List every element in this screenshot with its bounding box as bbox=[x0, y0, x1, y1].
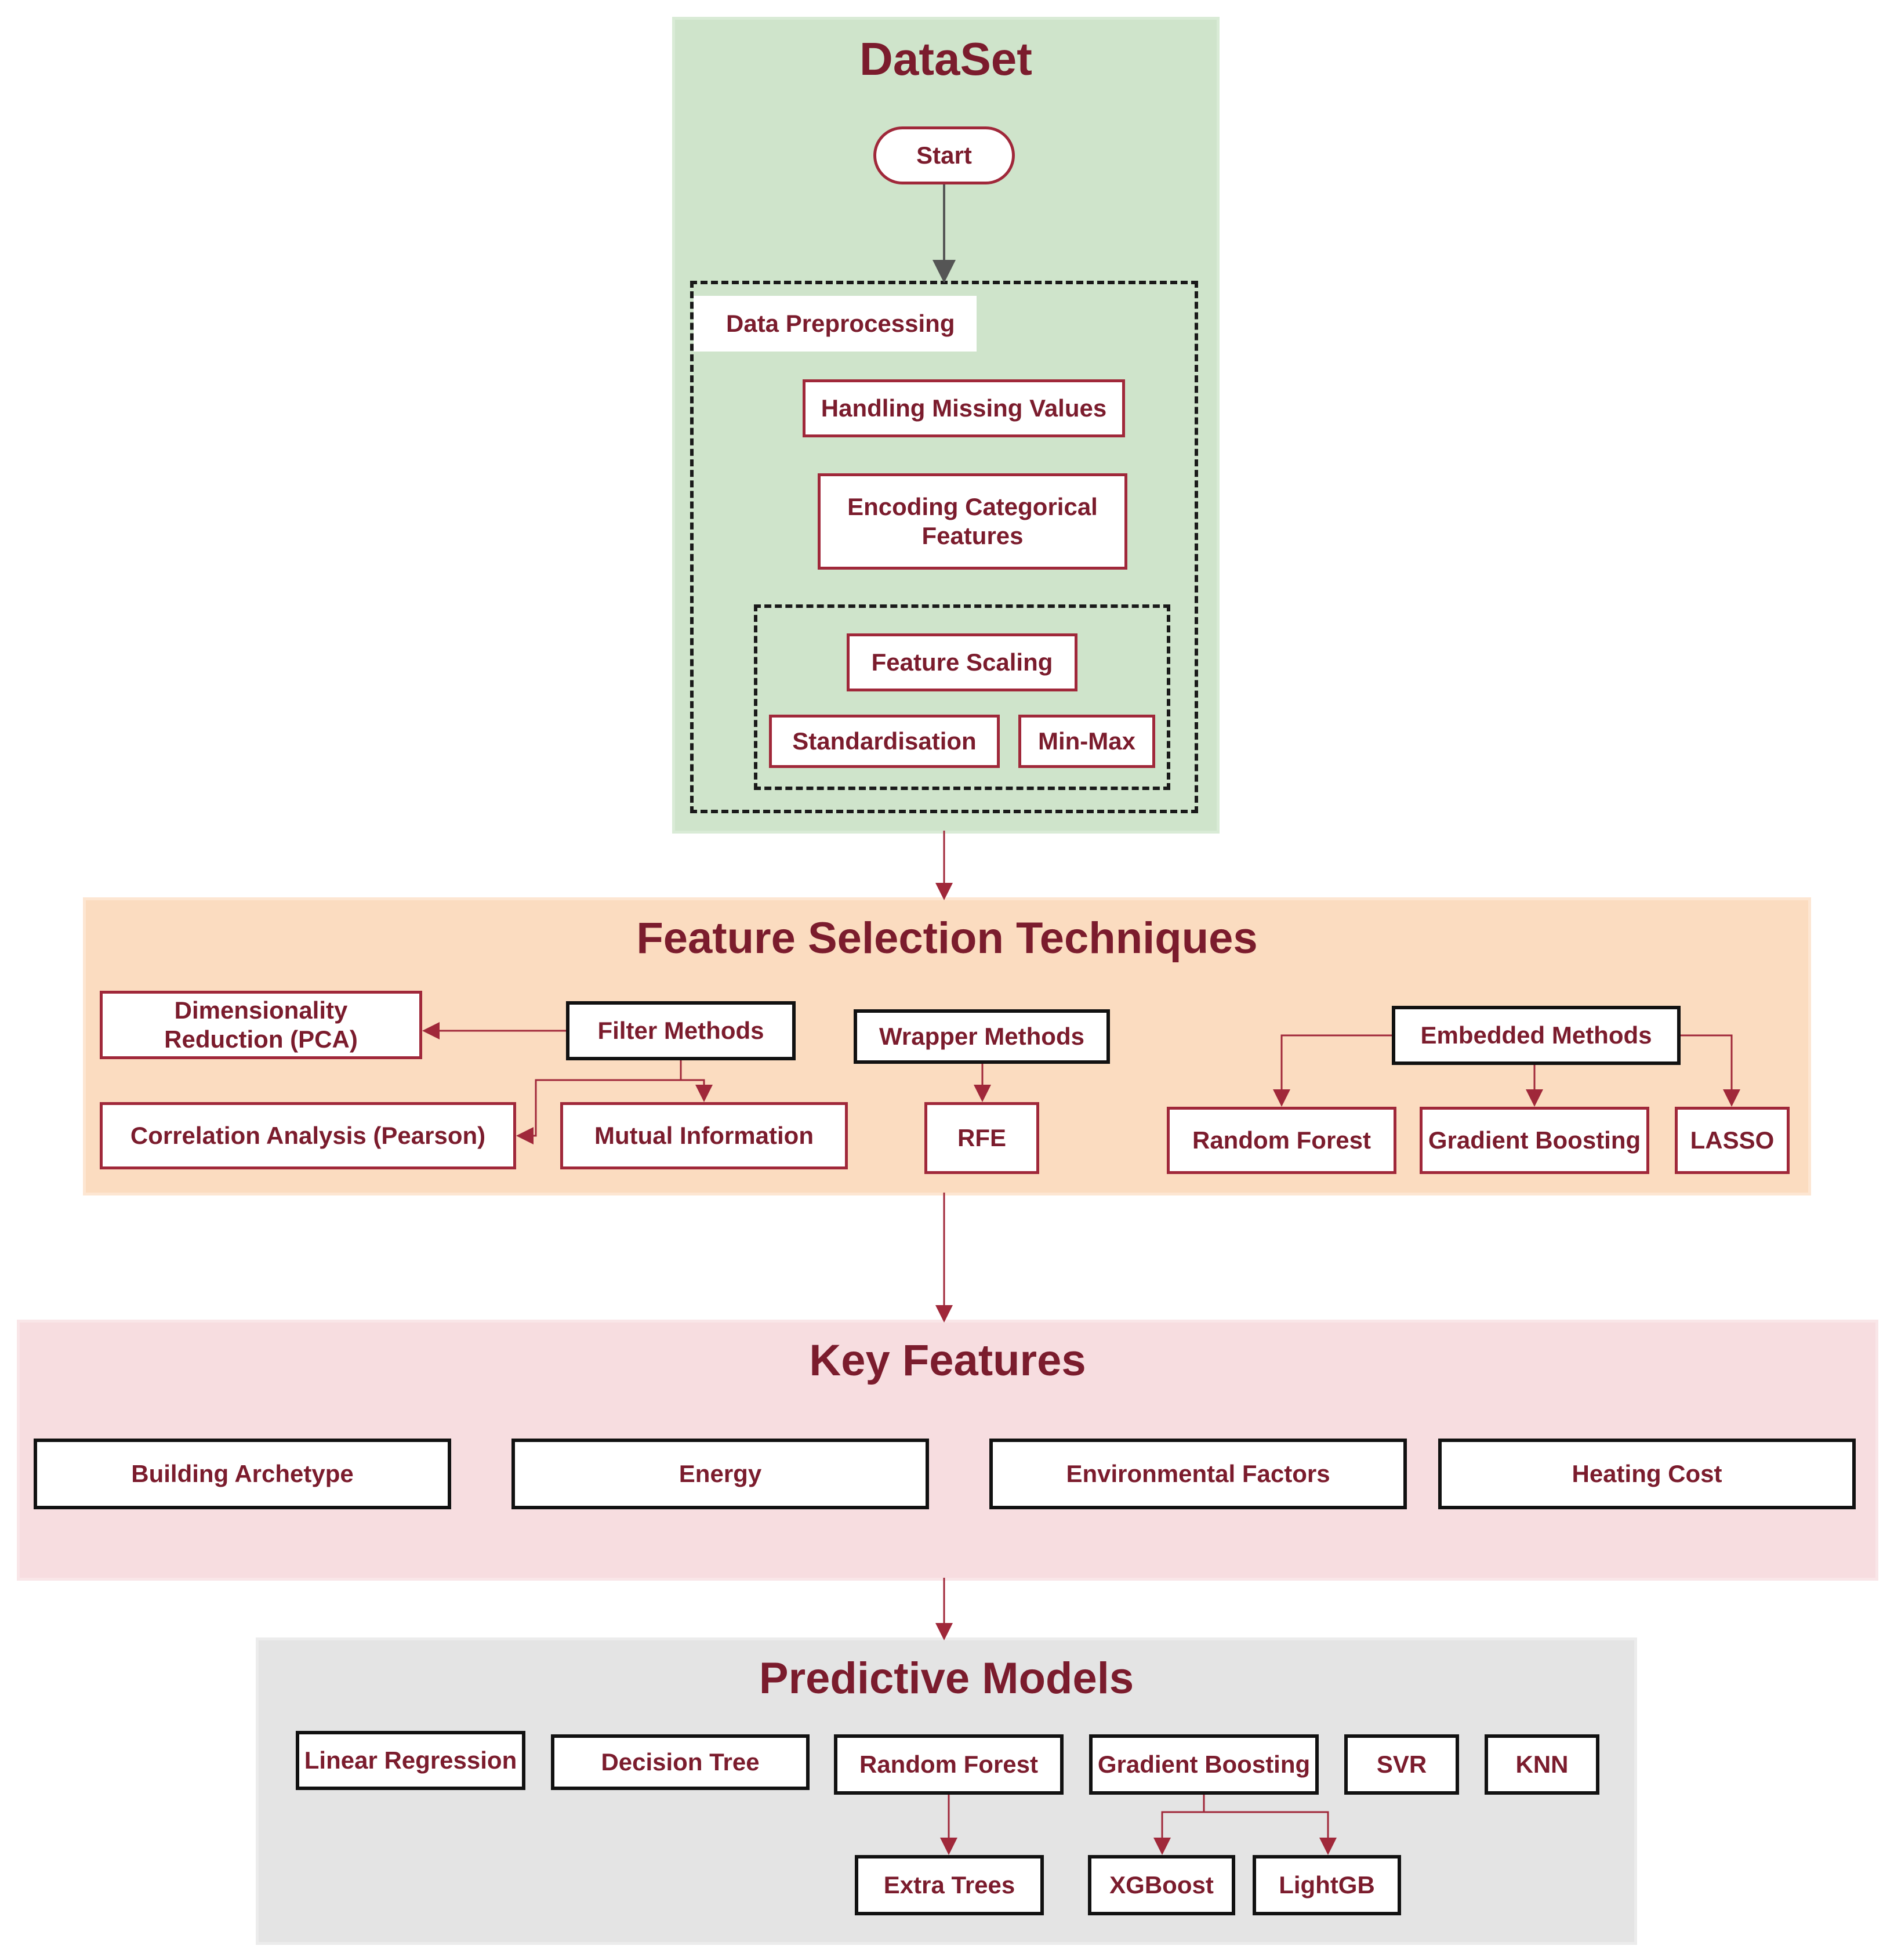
pm-random-forest-box: Random Forest bbox=[834, 1734, 1064, 1795]
mutual-information-box: Mutual Information bbox=[560, 1102, 848, 1169]
rfe-box: RFE bbox=[924, 1102, 1039, 1174]
feature-scaling-group bbox=[754, 604, 1170, 790]
lightgb-box: LightGB bbox=[1253, 1855, 1401, 1915]
decision-tree-box: Decision Tree bbox=[551, 1734, 810, 1790]
filter-methods-box: Filter Methods bbox=[566, 1001, 796, 1060]
feature-selection-title: Feature Selection Techniques bbox=[636, 914, 1258, 963]
min-max-box: Min-Max bbox=[1018, 715, 1155, 768]
start-node: Start bbox=[873, 126, 1015, 184]
wrapper-methods-box: Wrapper Methods bbox=[854, 1009, 1110, 1064]
key-feature-energy: Energy bbox=[511, 1439, 929, 1509]
knn-box: KNN bbox=[1485, 1734, 1599, 1795]
predictive-models-title: Predictive Models bbox=[759, 1654, 1134, 1703]
fs-gradient-boosting-box: Gradient Boosting bbox=[1420, 1107, 1649, 1174]
lasso-box: LASSO bbox=[1675, 1107, 1790, 1174]
key-feature-environmental-factors: Environmental Factors bbox=[989, 1439, 1407, 1509]
dataset-title: DataSet bbox=[859, 33, 1032, 85]
correlation-analysis-box: Correlation Analysis (Pearson) bbox=[100, 1102, 516, 1169]
standardisation-box: Standardisation bbox=[769, 715, 1000, 768]
linear-regression-box: Linear Regression bbox=[296, 1731, 525, 1790]
data-preprocessing-label: Data Preprocessing bbox=[694, 296, 977, 352]
encoding-categorical-features-box: Encoding Categorical Features bbox=[818, 473, 1127, 570]
xgboost-box: XGBoost bbox=[1088, 1855, 1235, 1915]
embedded-methods-box: Embedded Methods bbox=[1392, 1006, 1681, 1065]
svr-box: SVR bbox=[1344, 1734, 1459, 1795]
feature-scaling-box: Feature Scaling bbox=[847, 633, 1077, 691]
pm-gradient-boosting-box: Gradient Boosting bbox=[1089, 1734, 1319, 1795]
extra-trees-box: Extra Trees bbox=[855, 1855, 1044, 1915]
handling-missing-values-box: Handling Missing Values bbox=[803, 379, 1125, 437]
fs-random-forest-box: Random Forest bbox=[1167, 1107, 1396, 1174]
dimensionality-reduction-box: Dimensionality Reduction (PCA) bbox=[100, 991, 422, 1059]
key-feature-building-archetype: Building Archetype bbox=[34, 1439, 451, 1509]
key-features-title: Key Features bbox=[809, 1336, 1086, 1385]
key-feature-heating-cost: Heating Cost bbox=[1438, 1439, 1856, 1509]
